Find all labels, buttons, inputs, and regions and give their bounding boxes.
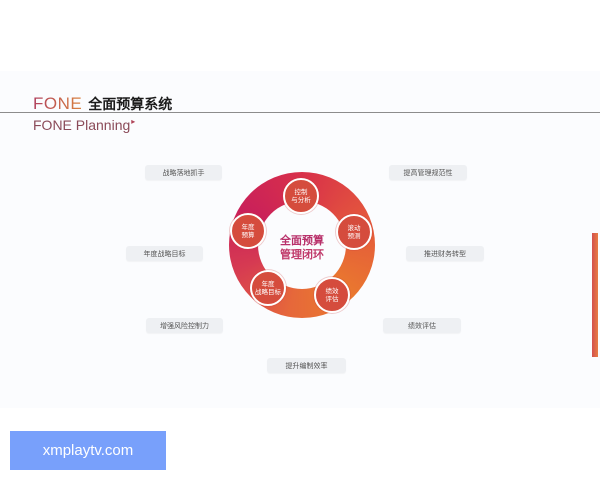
node-annual-budget: 年度 预算 [230,213,266,249]
center-line-2: 管理闭环 [280,248,324,261]
node-rolling-forecast: 滚动 预测 [336,214,372,250]
slide-subtitle: FONE Planning▸ [33,117,135,133]
star-cutout-shape [257,192,347,284]
label-management-standard: 提高管理规范性 [389,165,467,180]
label-annual-strategy: 年度战略目标 [126,246,203,261]
center-line-1: 全面预算 [280,234,324,247]
title-brand: FONE [33,94,83,113]
node-performance: 绩效 评估 [314,277,350,313]
label-finance-transform: 推进财务转型 [406,246,484,261]
node-annual-strategy: 年度 战略目标 [250,270,286,306]
title-chinese: 全面预算系统 [88,97,173,113]
label-efficiency: 提升编制效率 [267,358,346,373]
label-strategy-landing: 战略落地抓手 [145,165,222,180]
label-risk-control: 增强风险控制力 [146,318,223,333]
watermark-badge: xmplaytv.com [10,431,166,470]
slide-accent-bar [592,233,598,357]
subtitle-text: FONE Planning [33,117,131,133]
title-divider [0,112,600,113]
cycle-center-label: 全面预算 管理闭环 [272,234,332,262]
node-control-analysis: 控制 与分析 [283,178,319,214]
label-performance-eval: 绩效评估 [383,318,461,333]
play-arrow-icon: ▸ [131,117,136,126]
slide-title: FONE 全面预算系统 [33,94,172,114]
